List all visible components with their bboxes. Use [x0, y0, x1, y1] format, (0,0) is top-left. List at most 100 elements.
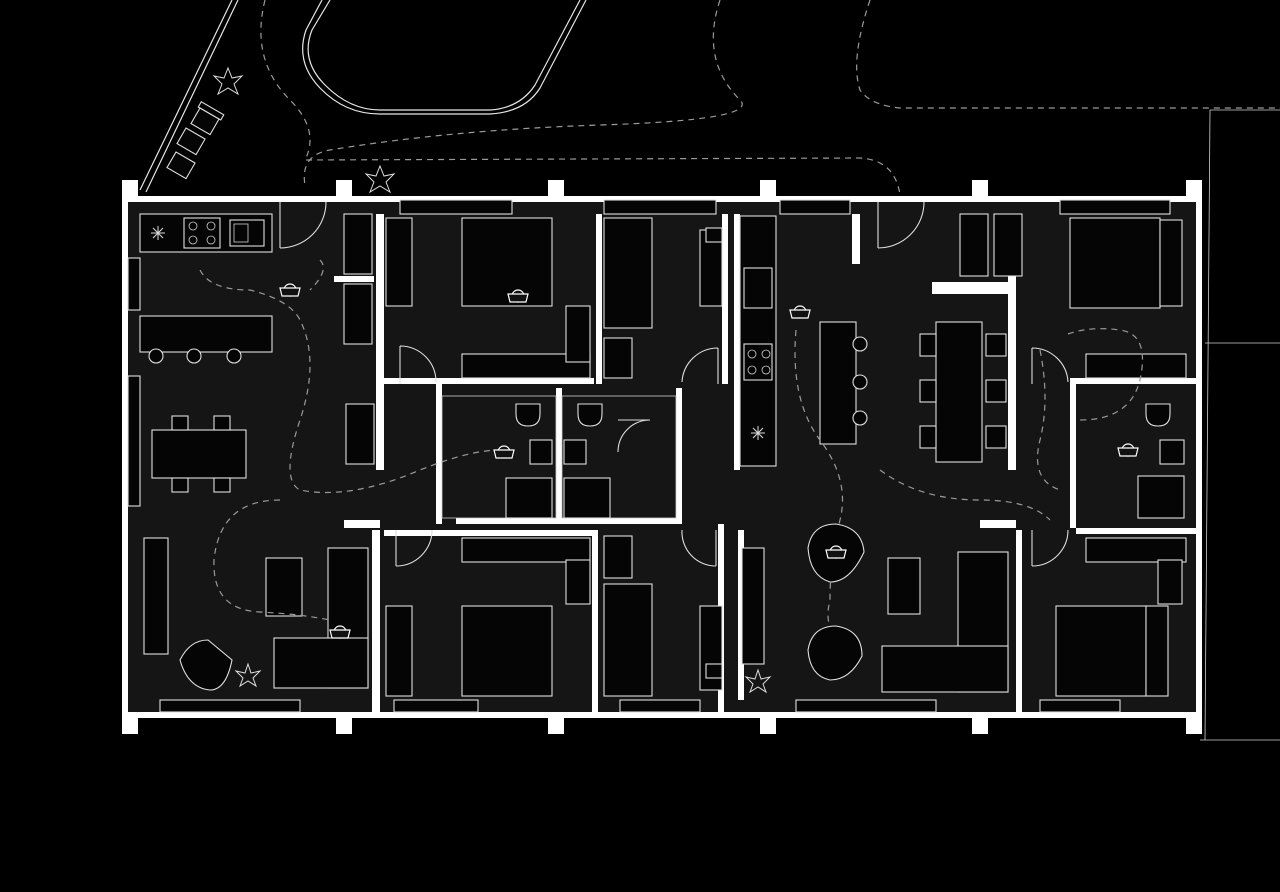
movement-path-dashed [794, 329, 861, 651]
wardrobe [565, 559, 591, 605]
toilet-icon [515, 403, 541, 427]
wardrobe [343, 213, 373, 275]
site-boundary-line-2 [145, 0, 239, 193]
plant-icon [364, 164, 396, 194]
door-swing-icon [399, 345, 437, 384]
hob-icon [183, 217, 221, 249]
door-swing-icon [1031, 347, 1069, 384]
patio-chair-icon [190, 101, 225, 136]
toilet-icon [1145, 403, 1171, 427]
wardrobe [461, 537, 591, 563]
wardrobe [345, 403, 375, 465]
kitchen-island [819, 321, 857, 445]
wardrobe [993, 213, 1023, 277]
person-icon [493, 445, 515, 459]
wardrobe [343, 283, 373, 345]
kitchen-counter [739, 215, 777, 467]
wardrobe [603, 535, 633, 579]
movement-path-dashed [879, 469, 1051, 521]
bathroom-floor [441, 395, 557, 519]
unit-a [139, 201, 501, 691]
bed-icon [461, 217, 553, 307]
sofa-icon [881, 551, 1009, 693]
movement-path-dashed [199, 269, 501, 494]
bed-icon [1055, 605, 1147, 697]
dining-chairs [919, 333, 1007, 449]
wardrobe [1085, 353, 1187, 379]
plant-icon [212, 66, 244, 96]
kitchen-island [139, 315, 273, 353]
movement-path-dashed [1036, 328, 1144, 491]
laptop-icon [705, 663, 723, 679]
wardrobe [1085, 537, 1187, 563]
wardrobe [959, 213, 989, 277]
dining-table [151, 429, 247, 479]
plant-small-icon [151, 226, 165, 240]
sink-icon [229, 219, 265, 247]
door-swing-icon [681, 347, 719, 384]
desk [385, 605, 413, 697]
dining-chairs [171, 415, 231, 493]
windows [127, 199, 1171, 713]
middle-rooms [343, 213, 723, 697]
nightstand [1159, 219, 1183, 307]
person-icon [507, 289, 529, 303]
driveway-inner [302, 0, 587, 115]
tv-cabinet [741, 547, 765, 665]
plant-icon [744, 668, 772, 694]
wardrobe [1157, 559, 1183, 605]
sideboard [143, 537, 169, 655]
right-site-boundary [1200, 109, 1280, 741]
person-icon [825, 545, 847, 559]
wardrobe [603, 337, 633, 379]
door-swing-icon [617, 419, 651, 453]
toilet-icon [577, 403, 603, 427]
shower-icon [563, 477, 611, 519]
door-swing-icon [681, 529, 717, 567]
bar-stools [852, 336, 868, 426]
entry-door-swing-icon [279, 201, 327, 249]
site-context [139, 0, 1280, 741]
garden-path-dashed [303, 0, 743, 186]
door-swing-icon [1031, 529, 1069, 567]
coffee-table [265, 557, 303, 617]
garden-path-dashed-2 [260, 0, 901, 196]
hob-icon [743, 343, 773, 381]
bunk-bed [603, 583, 653, 697]
person-icon [789, 305, 811, 319]
unit-b [739, 201, 1187, 697]
movement-path-dashed-2 [213, 259, 331, 621]
door-swing-icon [395, 529, 433, 567]
plant-icon [234, 662, 262, 688]
internal-walls [334, 214, 1196, 716]
patio-chair-icon [166, 151, 196, 180]
bed-icon [461, 605, 553, 697]
wardrobe [565, 305, 591, 363]
sink-icon [743, 267, 773, 309]
washbasin-icon [529, 439, 553, 465]
person-icon [329, 625, 351, 639]
person-icon [279, 283, 301, 297]
washbasin-icon [563, 439, 587, 465]
dining-table [935, 321, 983, 463]
bar-stools [148, 348, 242, 364]
site-boundary-line [139, 0, 233, 191]
bunk-bed [603, 217, 653, 329]
bed-icon [1069, 217, 1161, 309]
sofa-icon [273, 547, 369, 689]
armchair-icon [807, 625, 863, 681]
laptop-icon [705, 227, 723, 243]
entry-door-swing-icon [877, 201, 925, 249]
coffee-table [887, 557, 921, 615]
driveway-outline [307, 0, 581, 111]
washbasin-icon [1159, 439, 1185, 465]
shower-icon [505, 477, 553, 519]
terrace-dashed-edge [856, 0, 1280, 109]
shower-icon [1137, 475, 1185, 519]
bathroom-floor [561, 395, 677, 519]
person-icon [1117, 443, 1139, 457]
armchair-icon [179, 639, 233, 691]
patio-chair-icon [176, 127, 206, 156]
plant-small-icon [751, 426, 765, 440]
